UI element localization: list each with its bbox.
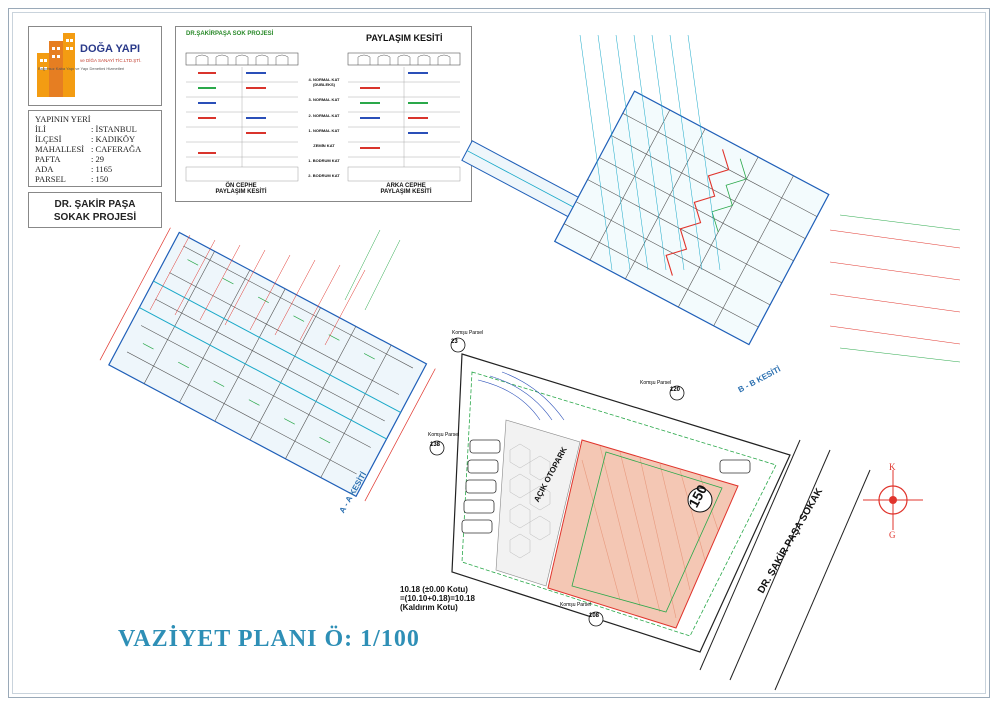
neighbor-label: Komşu Parsel — [452, 330, 484, 336]
drawing-title: VAZİYET PLANI Ö: 1/100 — [118, 626, 420, 652]
info-header: YAPININ YERİ — [35, 114, 91, 124]
company-sub: ve DİĞA SANAYİ TİC.LTD.ŞTİ. — [80, 58, 142, 63]
floor-label: 4. NORMAL KAT (DUBLEKS) — [308, 77, 340, 87]
compass-north: K — [889, 462, 896, 472]
floor-plan-left — [99, 227, 436, 502]
floor-label: 2. NORMAL KAT — [308, 113, 340, 118]
neighbor-label: Komşu Parsel — [640, 380, 672, 386]
floor-label: 1. BODRUM KAT — [308, 158, 340, 163]
floor-label: ZEMİN KAT — [313, 143, 335, 148]
outer-frame — [8, 8, 990, 698]
info-row: İLİ: İSTANBUL — [35, 124, 137, 134]
location-info-table: YAPININ YERİ İLİ: İSTANBUL İLÇESİ: KADIK… — [28, 110, 162, 187]
info-row: PARSEL: 150 — [35, 174, 109, 184]
info-row: İLÇESİ: KADIKÖY — [35, 134, 136, 144]
building-logo-icon — [37, 33, 75, 97]
info-row: PAFTA: 29 — [35, 154, 104, 164]
info-row: MAHALLESİ: CAFERAĞA — [35, 144, 142, 154]
sharing-section-drawing — [185, 52, 461, 182]
company-logo-box — [28, 26, 162, 106]
project-name-box: DR. ŞAKİR PAŞA SOKAK PROJESİ — [28, 192, 162, 228]
floor-label: 1. NORMAL KAT — [308, 128, 340, 133]
elevation-note: 10.18 (±0.00 Kotu) =(10.10+0.18)=10.18 (… — [400, 585, 475, 612]
compass-south: G — [889, 530, 896, 540]
sharing-section-sheet: DR.ŞAKİRPAŞA SOK PROJESİ PAYLAŞIM KESİTİ — [175, 26, 472, 202]
floor-label: 3. NORMAL KAT — [308, 97, 340, 102]
neighbor-num: 138 — [430, 442, 441, 448]
neighbor-num: 108 — [589, 613, 600, 619]
section-b-drawing — [461, 90, 830, 346]
sheet-project-label: DR.ŞAKİRPAŞA SOK PROJESİ — [186, 31, 274, 37]
info-row: ADA: 1165 — [35, 164, 113, 174]
neighbor-num: 23 — [451, 339, 458, 345]
compass-icon — [863, 470, 923, 530]
neighbor-num: 120 — [670, 387, 681, 393]
neighbor-label: Komşu Parsel — [428, 432, 460, 438]
project-line-2: SOKAK PROJESİ — [53, 212, 137, 223]
floor-label: 2. BODRUM KAT — [308, 173, 340, 178]
project-line-1: DR. ŞAKİR PAŞA — [54, 199, 136, 210]
sheet-title: PAYLAŞIM KESİTİ — [366, 33, 443, 43]
company-tagline: Bağımsız Kaba Yapı ve Yapı Denetimi Hizm… — [38, 66, 125, 71]
inner-frame — [12, 12, 986, 694]
neighbor-label: Komşu Parsel — [560, 602, 592, 608]
site-plan — [429, 337, 791, 653]
company-name: DOĞA YAPI — [80, 43, 141, 55]
